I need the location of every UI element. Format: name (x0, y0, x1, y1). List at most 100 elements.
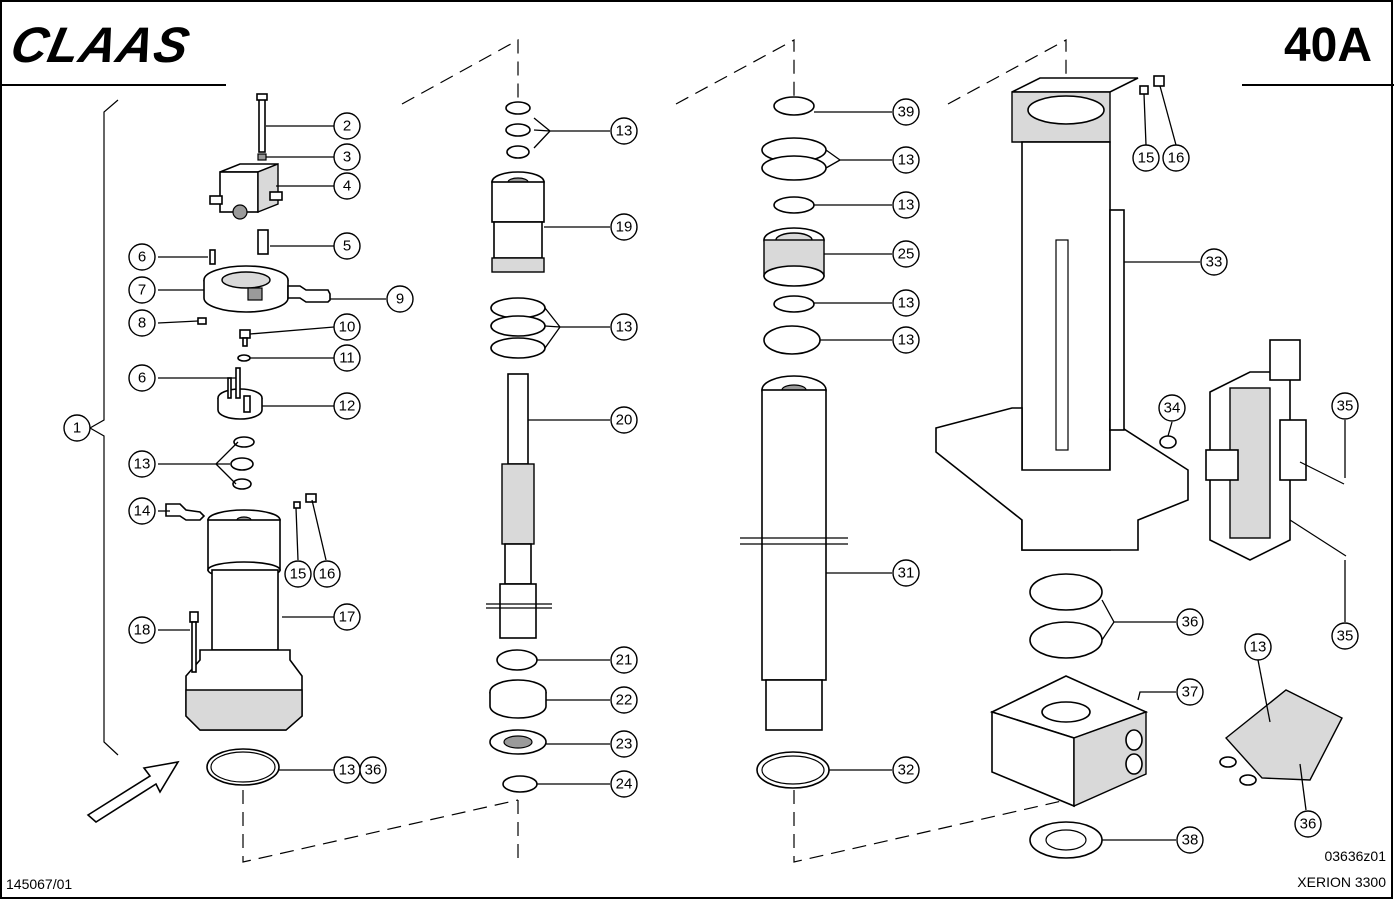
svg-text:39: 39 (898, 104, 915, 121)
svg-text:13: 13 (898, 295, 915, 312)
svg-text:5: 5 (343, 238, 351, 255)
svg-text:15: 15 (1138, 150, 1155, 167)
svg-text:13: 13 (616, 123, 633, 140)
svg-text:24: 24 (616, 776, 633, 793)
svg-text:12: 12 (339, 398, 356, 415)
svg-text:20: 20 (616, 412, 633, 429)
svg-text:25: 25 (898, 246, 915, 263)
callout-25: 25 (892, 240, 920, 268)
svg-text:3: 3 (343, 149, 351, 166)
svg-text:4: 4 (343, 178, 351, 195)
leader-lines (157, 85, 1346, 841)
svg-text:36: 36 (1182, 614, 1199, 631)
figure-code: 03636z01 (1324, 848, 1386, 864)
callout-36c: 36 (1294, 810, 1322, 838)
document-number: 145067/01 (6, 876, 73, 892)
svg-text:14: 14 (134, 503, 151, 520)
svg-text:10: 10 (339, 319, 356, 336)
svg-text:13: 13 (616, 319, 633, 336)
svg-text:8: 8 (138, 315, 146, 332)
callout-13a: 13 (128, 450, 156, 478)
callout-15b: 15 (1132, 144, 1160, 172)
svg-text:13: 13 (898, 332, 915, 349)
svg-text:13: 13 (898, 152, 915, 169)
callout-6: 6 (128, 243, 156, 271)
callout-7: 7 (128, 276, 156, 304)
callout-13h: 13 (892, 326, 920, 354)
svg-text:36: 36 (365, 762, 382, 779)
callout-13f: 13 (892, 191, 920, 219)
svg-text:6: 6 (138, 370, 146, 387)
svg-text:35: 35 (1337, 628, 1354, 645)
callout-16b: 16 (1162, 144, 1190, 172)
svg-text:16: 16 (319, 566, 336, 583)
svg-text:2: 2 (343, 118, 351, 135)
svg-text:13: 13 (339, 762, 356, 779)
page-number: 40A (1283, 19, 1372, 72)
callout-13b: 13 (333, 756, 361, 784)
callout-4: 4 (333, 172, 361, 200)
callout-21: 21 (610, 646, 638, 674)
callout-31: 31 (892, 559, 920, 587)
svg-text:13: 13 (134, 456, 151, 473)
callout-17: 17 (333, 603, 361, 631)
callout-3: 3 (333, 143, 361, 171)
svg-text:34: 34 (1164, 400, 1181, 417)
svg-text:1: 1 (73, 420, 81, 437)
svg-text:9: 9 (396, 291, 404, 308)
assembly-group-c (675, 38, 1067, 863)
svg-text:7: 7 (138, 282, 146, 299)
callout-13i: 13 (1244, 633, 1272, 661)
svg-text:19: 19 (616, 219, 633, 236)
callout-35a: 35 (1331, 392, 1359, 420)
svg-text:23: 23 (616, 736, 633, 753)
callout-16a: 16 (313, 560, 341, 588)
svg-text:16: 16 (1168, 150, 1185, 167)
callout-20: 20 (610, 406, 638, 434)
svg-text:31: 31 (898, 565, 915, 582)
callout-6b: 6 (128, 364, 156, 392)
callout-12: 12 (333, 392, 361, 420)
callout-13g: 13 (892, 289, 920, 317)
callout-38: 38 (1176, 826, 1204, 854)
callout-36a: 36 (359, 756, 387, 784)
callout-39: 39 (892, 98, 920, 126)
callout-9: 9 (386, 285, 414, 313)
callout-8: 8 (128, 309, 156, 337)
callout-36b: 36 (1176, 608, 1204, 636)
callout-35b: 35 (1331, 622, 1359, 650)
svg-text:22: 22 (616, 692, 633, 709)
callout-24: 24 (610, 770, 638, 798)
svg-text:15: 15 (290, 566, 307, 583)
svg-text:38: 38 (1182, 832, 1199, 849)
callout-13d: 13 (610, 313, 638, 341)
callout-23: 23 (610, 730, 638, 758)
direction-arrow (86, 760, 180, 823)
svg-text:37: 37 (1182, 684, 1199, 701)
model-name: XERION 3300 (1297, 874, 1386, 890)
callout-5: 5 (333, 232, 361, 260)
svg-text:21: 21 (616, 652, 633, 669)
part-callouts: 1 2 3 4 5 6 7 8 9 10 11 6 12 13 14 15 16… (63, 98, 1359, 854)
assembly-group-a (86, 93, 519, 863)
svg-text:13: 13 (898, 197, 915, 214)
callout-15a: 15 (284, 560, 312, 588)
callout-22: 22 (610, 686, 638, 714)
callout-19: 19 (610, 213, 638, 241)
assembly-group-d (935, 38, 1347, 859)
svg-text:36: 36 (1300, 816, 1317, 833)
callout-13e: 13 (892, 146, 920, 174)
callout-37: 37 (1176, 678, 1204, 706)
callout-32: 32 (892, 756, 920, 784)
svg-text:33: 33 (1206, 254, 1223, 271)
callout-13c: 13 (610, 117, 638, 145)
svg-text:11: 11 (339, 350, 355, 367)
callout-1: 1 (63, 414, 91, 442)
callout-10: 10 (333, 313, 361, 341)
callout-33: 33 (1200, 248, 1228, 276)
svg-text:35: 35 (1337, 398, 1354, 415)
svg-text:6: 6 (138, 249, 146, 266)
